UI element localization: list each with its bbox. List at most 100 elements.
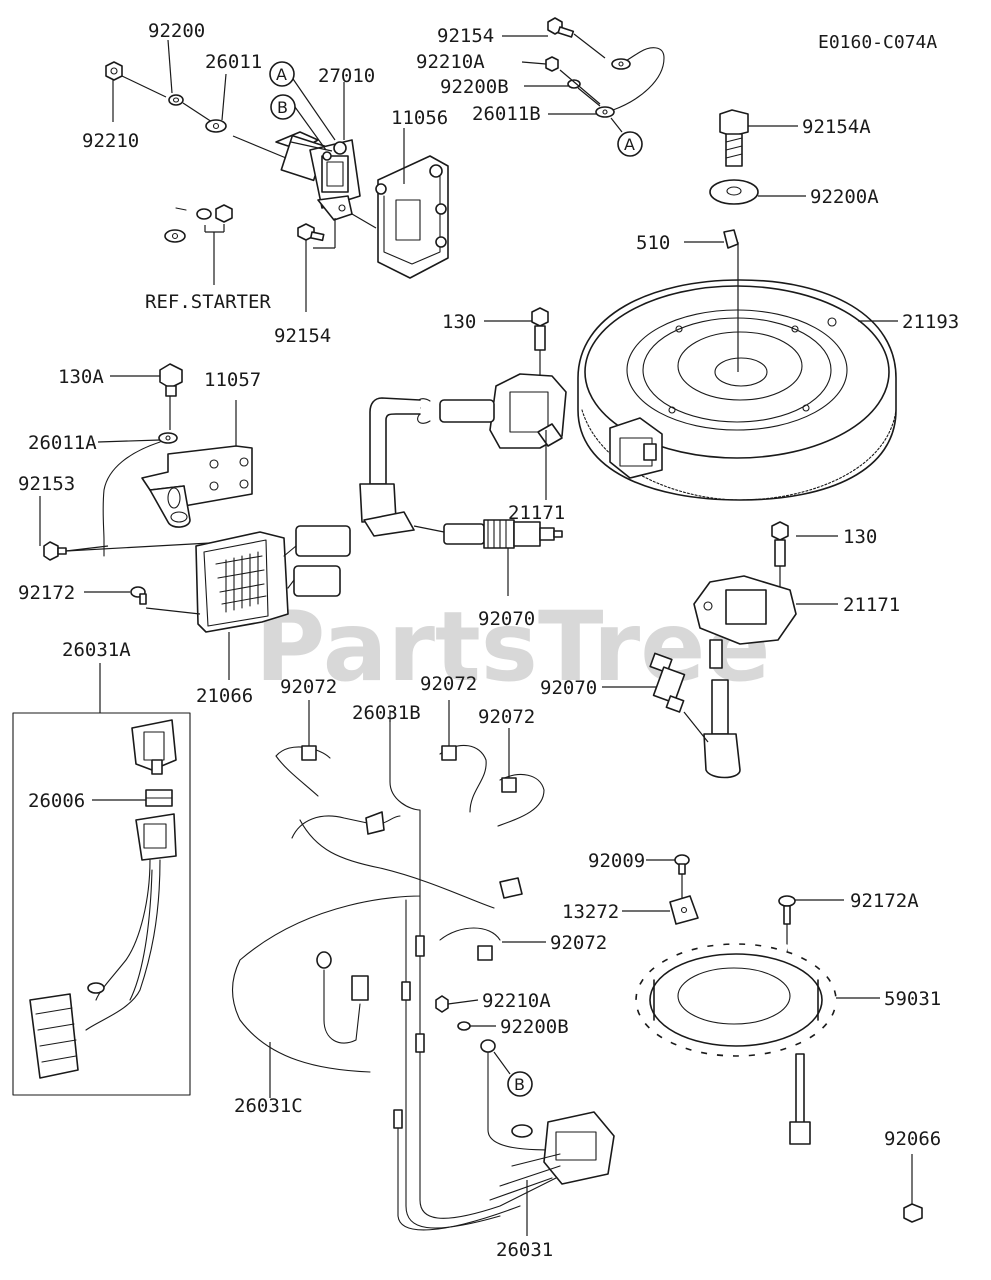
label-59031: 59031 [884,988,941,1010]
label-11056: 11056 [391,107,448,129]
wire-harness-26031B [291,719,523,909]
watermark: PartsTree [255,591,770,703]
nut-92210A-top [545,56,559,72]
washer-92200 [168,94,184,106]
bolt-130-top [531,307,549,351]
label-92210A-top: 92210A [416,51,485,73]
label-21171-right: 21171 [843,594,900,616]
flywheel-bolt-92154A [719,109,749,167]
flywheel-21193 [577,279,897,501]
label-92172A: 92172A [850,890,919,912]
main-harness-26031 [393,895,615,1231]
label-26011: 26011 [205,51,262,73]
callout-a-ground: A [617,131,643,157]
label-21193: 21193 [902,311,959,333]
ref-starter-note: REF.STARTER [145,291,271,313]
label-26031B: 26031B [352,702,421,724]
spark-plug-wire-top [359,397,421,537]
key-510 [723,229,739,249]
label-92200A: 92200A [810,186,879,208]
screw-92172 [130,586,147,605]
label-92172: 92172 [18,582,75,604]
cable-tie-92072-a [275,745,331,797]
label-92009: 92009 [588,850,645,872]
callout-a-top: A [269,61,295,87]
starter-nut-washer [196,204,233,223]
screw-92153 [43,541,67,561]
battery-cable-26011 [164,119,227,243]
label-21171-top: 21171 [508,502,565,524]
label-92154A: 92154A [802,116,871,138]
harness-26031A-box [12,712,191,1096]
label-26031A: 26031A [62,639,131,661]
label-92072-a: 92072 [280,676,337,698]
clip-13272 [669,895,699,925]
ignition-coil-21171-right [693,575,797,779]
label-21066: 21066 [196,685,253,707]
callout-b-bottom: B [507,1071,533,1097]
fuse-holder-base [85,813,177,1031]
label-92072-c: 92072 [478,706,535,728]
bolt-130-right [771,521,789,567]
label-11057: 11057 [204,369,261,391]
bolt-92154-top [547,17,575,38]
starter-solenoid-27010 [275,131,361,221]
label-92210A-bottom: 92210A [482,990,551,1012]
stator-59031 [629,937,843,1145]
label-92070-center: 92070 [478,608,535,630]
ground-wire-26011B [595,47,665,118]
wire-harness-26031C [232,861,421,1073]
svg-text:A: A [624,135,635,154]
spark-plug-92070-right [649,652,686,713]
label-92200B-bottom: 92200B [500,1016,569,1038]
spark-plug-92070-center [443,519,563,549]
label-92154-top: 92154 [437,25,494,47]
washer-92200B-bottom [457,1021,471,1031]
svg-text:B: B [514,1075,525,1094]
regulator-21066 [195,525,351,633]
nut-92210 [105,61,123,81]
bracket-11056 [375,155,449,279]
label-92070-right: 92070 [540,677,597,699]
label-92066: 92066 [884,1128,941,1150]
label-130-top: 130 [442,311,476,333]
label-92154: 92154 [274,325,331,347]
label-130A: 130A [58,366,104,388]
label-92210: 92210 [82,130,139,152]
bolt-130A [159,363,183,397]
cable-tie-92072-b [439,744,487,813]
label-26011B: 26011B [472,103,541,125]
label-26031C: 26031C [234,1095,303,1117]
label-13272: 13272 [562,901,619,923]
label-92200B-top: 92200B [440,76,509,98]
svg-text:A: A [276,65,287,84]
label-92153: 92153 [18,473,75,495]
label-27010: 27010 [318,65,375,87]
plug-92066 [903,1203,923,1223]
label-92072-d: 92072 [550,932,607,954]
cable-tie-92072-c [497,774,545,827]
label-510: 510 [636,232,670,254]
bracket-11057 [141,445,253,528]
svg-text:B: B [277,98,288,117]
harness-26031A-connector [29,993,79,1079]
label-92072-b: 92072 [420,673,477,695]
diagram-code: E0160-C074A [818,32,937,53]
ground-wire-26011A [102,432,178,557]
label-92200: 92200 [148,20,205,42]
washer-92200B-top [567,79,581,89]
fuse-26006 [145,789,173,807]
nut-92210A-bottom [435,995,449,1013]
screw-92172A [778,895,796,925]
label-26031: 26031 [496,1239,553,1261]
label-130-right: 130 [843,526,877,548]
bolt-92154 [297,223,325,242]
ignition-coil-21171-top [417,373,567,449]
label-26011A: 26011A [28,432,97,454]
fuse-holder-cap [131,719,177,775]
cable-tie-92072-d [439,927,501,961]
callout-b-top: B [270,94,296,120]
flywheel-washer-92200A [709,179,759,205]
